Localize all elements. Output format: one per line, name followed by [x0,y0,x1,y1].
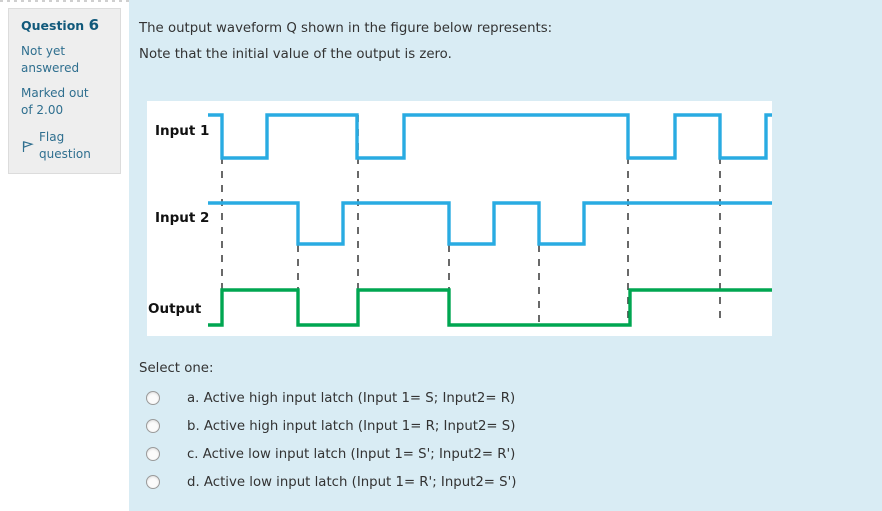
flag-question-label: Flag question [39,130,91,161]
radio-option-b[interactable] [146,419,160,433]
question-stem-line-1: The output waveform Q shown in the figur… [139,21,553,36]
answer-option-a[interactable]: a. Active high input latch (Input 1= S; … [139,384,739,412]
answer-label-b[interactable]: b. Active high input latch (Input 1= R; … [187,418,516,434]
question-info-panel: Question 6 Not yet answered Marked out o… [8,8,121,174]
question-stem-line-2: Note that the initial value of the outpu… [139,47,452,62]
answer-label-d[interactable]: d. Active low input latch (Input 1= R'; … [187,474,517,490]
waveform-label-input-2: Input 2 [155,210,209,226]
question-title: Question 6 [21,17,110,34]
question-state: Not yet answered [21,44,80,75]
answer-option-b[interactable]: b. Active high input latch (Input 1= R; … [139,412,739,440]
waveform-trace-input-1 [208,113,772,160]
select-one-prompt: Select one: [139,361,214,376]
radio-option-c[interactable] [146,447,160,461]
waveform-figure: Input 1 Input 2 Output [147,101,772,336]
waveform-trace-output [208,288,772,327]
waveform-label-input-1: Input 1 [155,123,209,139]
answer-label-a[interactable]: a. Active high input latch (Input 1= S; … [187,390,516,406]
answer-label-c[interactable]: c. Active low input latch (Input 1= S'; … [187,446,516,462]
waveform-svg: Input 1 Input 2 Output [148,113,772,327]
question-marks: Marked out of 2.00 [21,86,89,117]
answer-options-list: a. Active high input latch (Input 1= S; … [139,384,739,496]
radio-option-d[interactable] [146,475,160,489]
flag-icon [21,140,34,153]
radio-option-a[interactable] [146,391,160,405]
waveform-label-output: Output [148,301,202,317]
question-number: 6 [88,16,99,34]
question-title-prefix: Question [21,18,85,33]
answer-option-c[interactable]: c. Active low input latch (Input 1= S'; … [139,440,739,468]
answer-option-d[interactable]: d. Active low input latch (Input 1= R'; … [139,468,739,496]
waveform-trace-input-2 [208,201,772,246]
flag-question-button[interactable]: Flag question [21,129,110,163]
